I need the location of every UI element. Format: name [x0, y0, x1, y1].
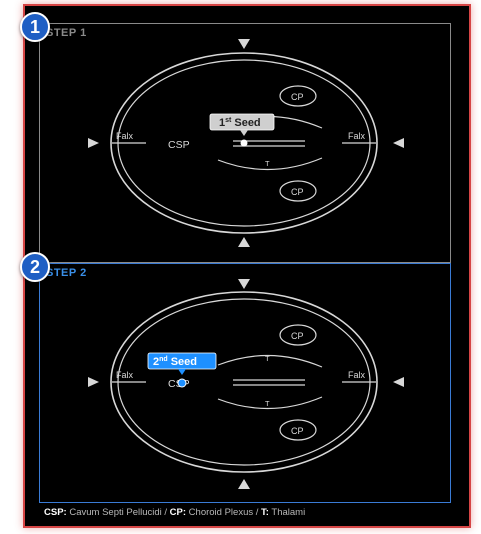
- thalamus-lower-label: T: [265, 399, 270, 408]
- cp-upper-label: CP: [291, 92, 304, 102]
- arrow-left-icon: [88, 377, 99, 387]
- cp-upper-ellipse: [279, 85, 317, 107]
- cp-lower-label: CP: [291, 187, 304, 197]
- seed-1-dot: [240, 139, 248, 147]
- cp-upper-label: CP: [291, 331, 304, 341]
- step-1-panel: STEP 1: [39, 23, 451, 263]
- legend-csp-abbr: CSP:: [44, 507, 67, 518]
- legend-t-abbr: T:: [261, 507, 269, 518]
- step-2-labels: Falx Falx CSP CP CP T T: [116, 331, 366, 436]
- legend-t-text: Thalami: [268, 507, 306, 518]
- seed-2-tag-pointer: [178, 369, 186, 375]
- cp-lower-ellipse: [279, 419, 317, 441]
- falx-right-label: Falx: [348, 131, 366, 141]
- skull-outer-ellipse: [110, 291, 378, 473]
- arrow-top-icon: [238, 39, 250, 49]
- skull-inner-ellipse: [117, 298, 371, 466]
- seed-1-tag-pointer: [240, 130, 248, 136]
- csp-label: CSP: [168, 139, 190, 151]
- falx-left-label: Falx: [116, 131, 134, 141]
- falx-left-label: Falx: [116, 370, 134, 380]
- arrow-bottom-icon: [238, 237, 250, 247]
- thalamus-label: T: [265, 159, 270, 168]
- step-2-arrows: [88, 279, 404, 489]
- step-2-panel: STEP 2: [39, 263, 451, 503]
- step-2-title: STEP 2: [46, 267, 87, 279]
- thalamus-lower-arc: [217, 396, 323, 410]
- arrow-right-icon: [393, 377, 404, 387]
- arrow-top-icon: [238, 279, 250, 289]
- cp-lower-label: CP: [291, 426, 304, 436]
- arrow-right-icon: [393, 138, 404, 148]
- thalamus-upper-label: T: [265, 354, 270, 363]
- step-1-arrows: [88, 39, 404, 247]
- legend-cp-text: Choroid Plexus /: [186, 507, 262, 518]
- skull-outer-ellipse: [110, 52, 378, 234]
- legend: CSP: Cavum Septi Pellucidi / CP: Choroid…: [44, 507, 305, 518]
- legend-cp-abbr: CP:: [169, 507, 187, 518]
- legend-csp-text: Cavum Septi Pellucidi /: [66, 507, 170, 518]
- step-2-diagram: [110, 291, 378, 473]
- cp-lower-ellipse: [279, 180, 317, 202]
- figure-frame: [23, 4, 471, 528]
- seed-2-dot: [177, 378, 187, 388]
- step-1-title: STEP 1: [46, 27, 87, 39]
- step-1-number-badge: 1: [20, 12, 50, 42]
- thalamus-lower-arc: [217, 157, 323, 171]
- step-2-number-badge: 2: [20, 252, 50, 282]
- cp-upper-ellipse: [279, 324, 317, 346]
- arrow-left-icon: [88, 138, 99, 148]
- arrow-bottom-icon: [238, 479, 250, 489]
- step-1-labels: Falx Falx CSP CP CP T: [116, 92, 366, 197]
- falx-right-label: Falx: [348, 370, 366, 380]
- thalamus-upper-arc: [217, 354, 323, 368]
